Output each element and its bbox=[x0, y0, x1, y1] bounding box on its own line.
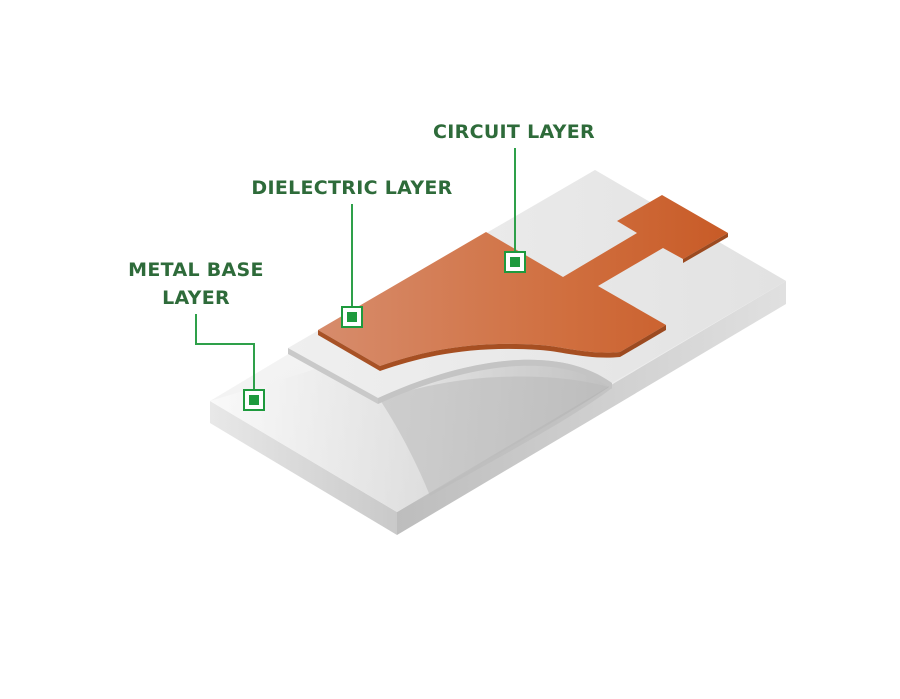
dielectric-layer-label: DIELECTRIC LAYER bbox=[236, 174, 468, 202]
dielectric-layer-front-edge bbox=[288, 348, 378, 404]
metal-base-cavity-shadow bbox=[380, 376, 612, 496]
circuit-layer-label-line: CIRCUIT LAYER bbox=[433, 121, 595, 143]
metal-base-label-line-1: METAL BASE bbox=[128, 259, 264, 281]
circuit-layer-front-edge bbox=[318, 330, 380, 371]
metal-base-front-face bbox=[210, 401, 397, 535]
dielectric-layer-label-line: DIELECTRIC LAYER bbox=[251, 177, 453, 199]
metal-base-marker bbox=[243, 389, 265, 411]
metal-base-side-face bbox=[397, 281, 786, 535]
dielectric-marker bbox=[341, 306, 363, 328]
metal-base-label-line-2: LAYER bbox=[162, 287, 230, 309]
circuit-layer-curved-edge bbox=[380, 343, 620, 371]
circuit-layer-top-face bbox=[318, 195, 728, 366]
circuit-layer-right-edge bbox=[620, 325, 666, 357]
circuit-marker bbox=[504, 251, 526, 273]
dielectric-layer-curved-edge bbox=[378, 359, 612, 404]
circuit-layer-tab-edge bbox=[683, 233, 728, 263]
metal-base-leader-line bbox=[195, 314, 255, 400]
metal-base-layer-label: METAL BASE LAYER bbox=[106, 256, 286, 312]
circuit-layer-label: CIRCUIT LAYER bbox=[414, 118, 614, 146]
